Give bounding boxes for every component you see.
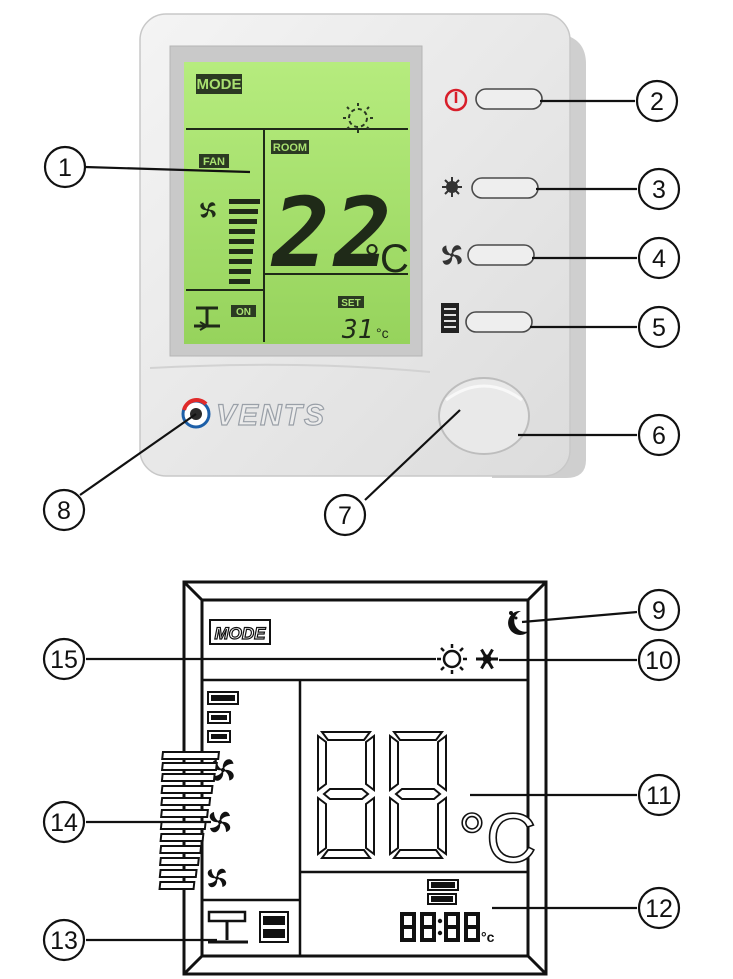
diagram-mode-label: MODE xyxy=(215,624,267,643)
lcd-set-tag xyxy=(338,296,364,308)
diagram-seven-segment-digits xyxy=(317,731,447,859)
callout-3-number: 3 xyxy=(652,176,666,204)
lcd-grid-lines xyxy=(186,128,408,342)
callout-5-number: 5 xyxy=(652,314,666,342)
callout-9-number: 9 xyxy=(652,597,666,625)
diagram-region-lines xyxy=(202,678,528,956)
callout-1-number: 1 xyxy=(58,154,72,182)
callout-4-number: 4 xyxy=(652,245,666,273)
lcd-sun-outline-icon xyxy=(343,103,373,133)
panel-seam xyxy=(149,363,431,373)
lcd-mode-label: MODE xyxy=(197,76,242,93)
lcd-fan-speed-bars xyxy=(229,199,260,284)
fan-speed-button[interactable] xyxy=(467,244,535,266)
callout-7-circle xyxy=(323,493,367,537)
callout-3-circle xyxy=(637,167,681,211)
callout-15-circle xyxy=(42,637,86,681)
callout-6-circle xyxy=(637,413,681,457)
lcd-on-tag xyxy=(231,305,256,317)
lcd-room-temperature: 22 xyxy=(270,177,396,289)
lcd-room-label: ROOM xyxy=(273,142,307,154)
leader-1 xyxy=(84,165,251,174)
knob-highlight xyxy=(445,384,523,402)
vents-logo: VENTS xyxy=(181,398,326,433)
callout-8-number: 8 xyxy=(57,497,71,525)
callout-2-circle xyxy=(635,79,679,123)
leader-9 xyxy=(521,610,638,624)
moon-icon xyxy=(508,610,529,635)
diagram-small-unit: °c xyxy=(481,929,495,945)
callout-leader-lines xyxy=(79,99,638,942)
brand-name: VENTS xyxy=(216,399,326,432)
callout-10-circle xyxy=(637,638,681,682)
callout-numbers: 1 2 3 4 5 6 7 8 9 10 11 12 13 14 15 xyxy=(50,88,673,955)
diagram-valve-icon xyxy=(207,910,248,944)
lcd-set-label: SET xyxy=(341,298,360,309)
lcd-set-value: 31 xyxy=(341,315,373,345)
lcd-segment-diagram: MODE xyxy=(158,580,548,976)
callout-13-circle xyxy=(42,918,86,962)
thermostat-device: MODE FAN xyxy=(139,13,586,478)
lcd-room-tag xyxy=(271,140,309,154)
callout-15-number: 15 xyxy=(50,646,78,674)
power-icon xyxy=(444,88,468,112)
adjust-knob-button[interactable] xyxy=(438,377,530,455)
lcd-mode-tag xyxy=(196,74,242,94)
callout-markers xyxy=(42,79,681,962)
menu-list-icon xyxy=(441,303,459,333)
callout-5-circle xyxy=(637,305,681,349)
callout-9-circle xyxy=(637,588,681,632)
leader-8 xyxy=(79,413,197,496)
callout-1-circle xyxy=(43,145,87,189)
lcd-on-label: ON xyxy=(236,307,251,318)
leader-7 xyxy=(364,409,461,501)
callout-4-circle xyxy=(637,236,681,280)
lcd-temp-unit: °C xyxy=(364,237,409,281)
callout-12-number: 12 xyxy=(645,895,673,923)
diagram-temp-unit: °C xyxy=(458,799,537,877)
lcd-set-unit: °c xyxy=(376,325,389,341)
power-button[interactable] xyxy=(475,88,543,110)
callout-10-number: 10 xyxy=(645,647,673,675)
callout-8-circle xyxy=(42,488,86,532)
callout-13-number: 13 xyxy=(50,927,78,955)
lcd-fan-tag xyxy=(199,154,229,168)
diagram-clock-digit-holes xyxy=(404,916,476,938)
callout-14-circle xyxy=(42,800,86,844)
diagram-set-tags xyxy=(427,879,459,905)
callout-11-circle xyxy=(637,773,681,817)
callout-7-number: 7 xyxy=(338,502,352,530)
callout-6-number: 6 xyxy=(652,422,666,450)
callout-12-circle xyxy=(637,886,681,930)
callout-14-number: 14 xyxy=(50,809,78,837)
diagram-on-off-tag xyxy=(259,911,289,943)
diagram-mode-tag xyxy=(209,619,271,645)
snowflake-icon xyxy=(476,648,498,670)
lcd-screen xyxy=(184,62,410,344)
sun-icon xyxy=(437,644,467,674)
diagram-corner-bevels xyxy=(182,580,548,976)
fan-speed-tag-fills xyxy=(211,695,235,739)
mode-snowflake-sun-icon xyxy=(442,177,462,197)
mode-button[interactable] xyxy=(471,177,539,199)
diagram-clock-colon xyxy=(437,918,443,936)
callout-11-number: 11 xyxy=(646,782,672,810)
lcd-valve-icon xyxy=(194,306,220,331)
callout-2-number: 2 xyxy=(650,88,664,116)
menu-button[interactable] xyxy=(465,311,533,333)
fan-speed-bar-stack xyxy=(158,751,221,890)
lcd-fan-label: FAN xyxy=(203,156,225,168)
